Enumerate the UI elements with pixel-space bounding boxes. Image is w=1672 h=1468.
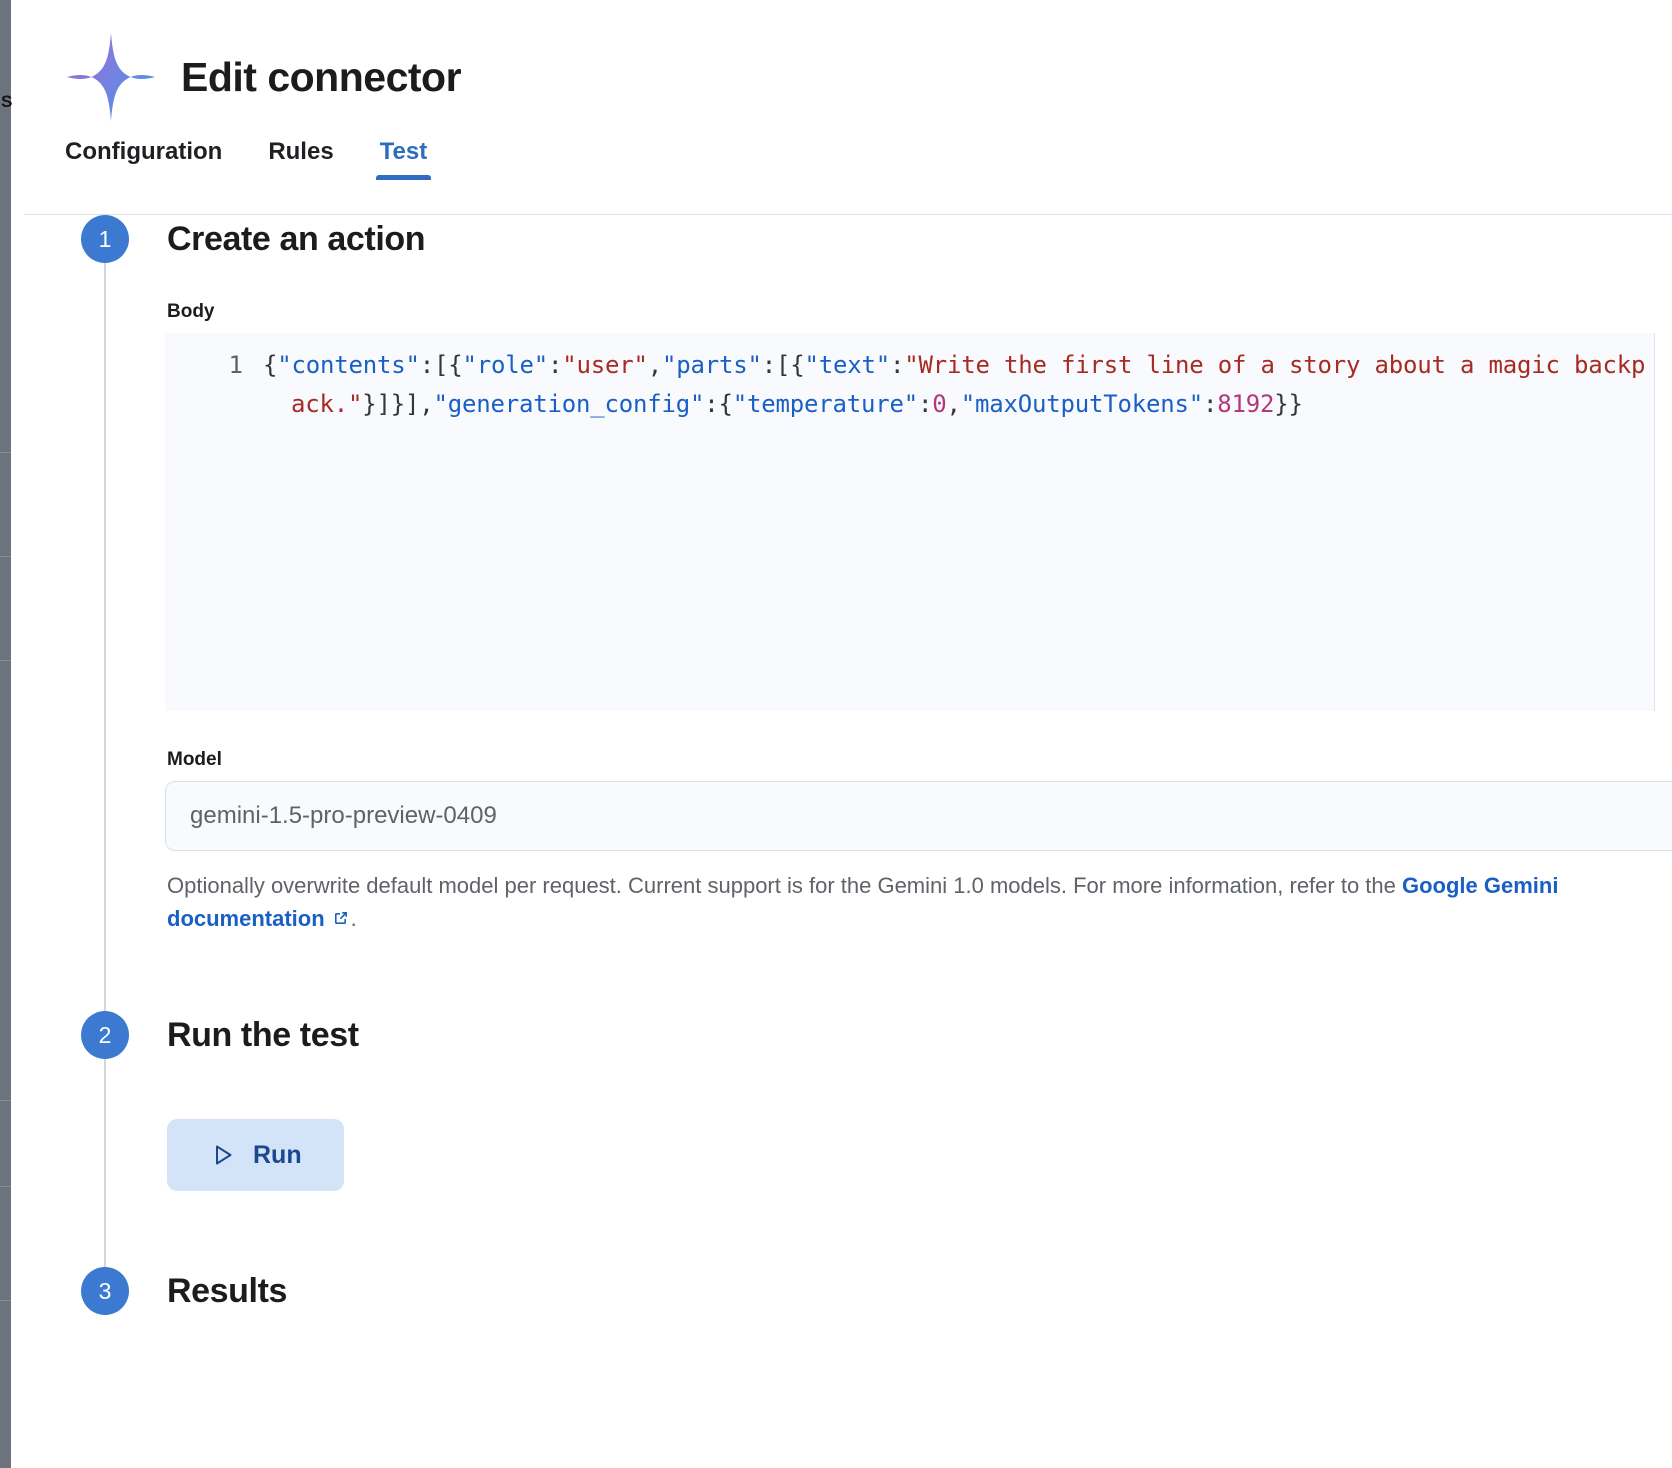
step-create-an-action: 1 Create an action Body 1 {"contents":[{… xyxy=(65,215,1672,1011)
run-button[interactable]: Run xyxy=(167,1119,344,1191)
title-row: Edit connector xyxy=(24,0,1672,122)
step-1-content: Create an action Body 1 {"contents":[{"r… xyxy=(165,215,1672,1011)
model-field-label: Model xyxy=(167,749,222,770)
step-1-badge: 1 xyxy=(81,215,129,263)
modal-header: Edit connector Configuration Rules Test xyxy=(24,0,1672,215)
background-sidebar-strip xyxy=(0,0,11,1468)
model-help-text-before: Optionally overwrite default model per r… xyxy=(167,873,1402,898)
step-3-gutter: 3 xyxy=(65,1267,165,1325)
code-editor-scrollbar[interactable] xyxy=(1654,333,1655,711)
tab-bar: Configuration Rules Test xyxy=(24,118,1672,180)
step-1-gutter: 1 xyxy=(65,215,165,1011)
step-3-badge: 3 xyxy=(81,1267,129,1315)
step-2-content: Run the test Run xyxy=(165,1011,1672,1267)
background-partial-text: S xyxy=(1,92,13,111)
body-field-label: Body xyxy=(167,301,215,322)
step-results: 3 Results xyxy=(65,1267,1672,1325)
page-title: Edit connector xyxy=(181,53,462,100)
step-2-connector-line xyxy=(104,1059,106,1267)
step-2-badge: 2 xyxy=(81,1011,129,1059)
test-stepper: 1 Create an action Body 1 {"contents":[{… xyxy=(24,215,1672,1325)
external-link-icon xyxy=(331,904,351,937)
step-3-title: Results xyxy=(167,1272,288,1310)
model-input[interactable] xyxy=(165,781,1672,851)
body-code-editor[interactable]: 1 {"contents":[{"role":"user","parts":[{… xyxy=(165,333,1655,711)
code-editor-content[interactable]: {"contents":[{"role":"user","parts":[{"t… xyxy=(263,351,1646,418)
step-run-the-test: 2 Run the test Run xyxy=(65,1011,1672,1267)
model-help-text: Optionally overwrite default model per r… xyxy=(167,869,1627,937)
run-button-label: Run xyxy=(253,1140,302,1169)
step-1-title: Create an action xyxy=(167,220,426,258)
step-2-title: Run the test xyxy=(167,1016,359,1054)
step-2-gutter: 2 xyxy=(65,1011,165,1267)
tab-configuration[interactable]: Configuration xyxy=(65,138,223,165)
tab-rules[interactable]: Rules xyxy=(268,138,334,165)
page-backdrop: S xyxy=(0,0,24,1468)
play-icon xyxy=(209,1141,237,1169)
gemini-sparkle-icon xyxy=(65,31,157,123)
step-1-connector-line xyxy=(104,263,106,1011)
edit-connector-modal: Edit connector Configuration Rules Test … xyxy=(24,0,1672,1468)
step-3-content: Results xyxy=(165,1267,1672,1325)
code-line-number: 1 xyxy=(228,351,243,379)
google-gemini-documentation-link[interactable]: Google Gemini documentation xyxy=(167,873,1559,931)
tab-test[interactable]: Test xyxy=(375,140,431,180)
model-help-text-after: . xyxy=(350,906,357,931)
tab-bar-divider xyxy=(24,214,1672,215)
